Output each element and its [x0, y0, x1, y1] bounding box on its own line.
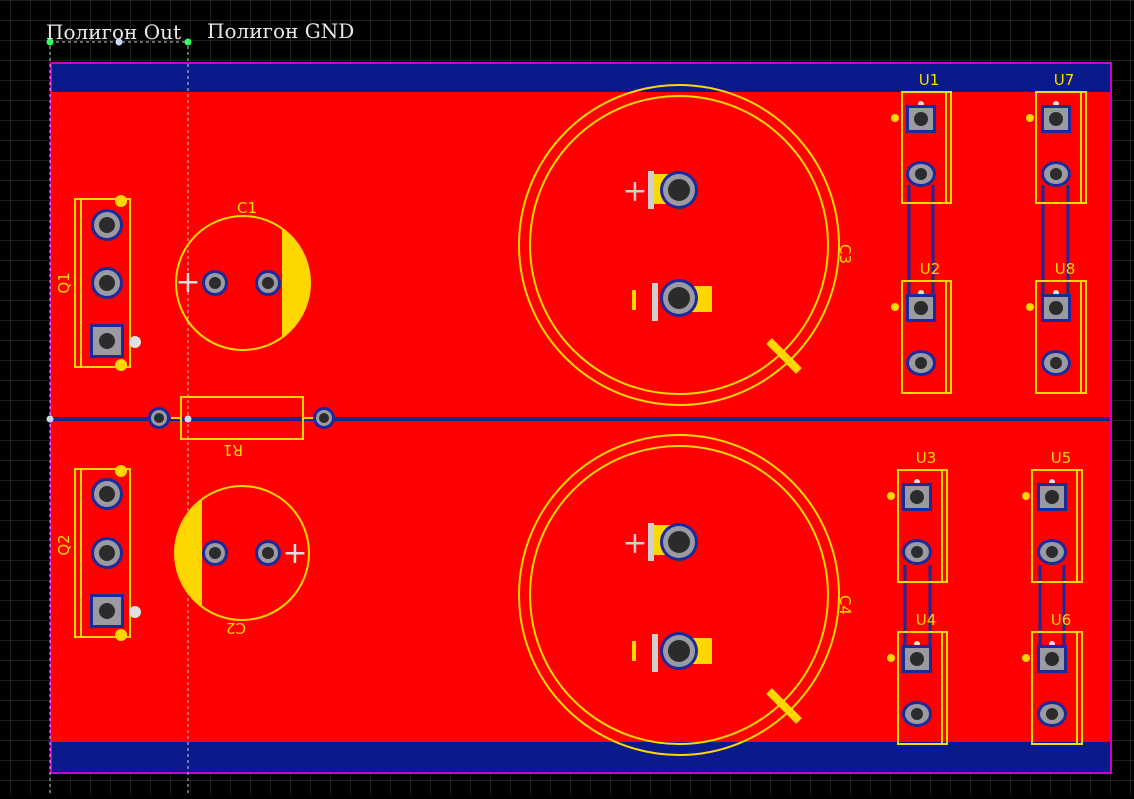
u7-designator: U7	[1054, 71, 1075, 89]
q2-corner-mark	[115, 465, 127, 477]
u4-designator: U4	[916, 611, 937, 629]
component-c4[interactable]: + C4	[518, 434, 854, 756]
component-q2[interactable]: Q2	[55, 465, 141, 641]
guide-marker[interactable]	[184, 415, 192, 423]
c3-outline-outer	[518, 84, 840, 406]
c1-polarity-band	[282, 229, 310, 337]
component-u6[interactable]: U6	[1022, 611, 1083, 745]
c2-designator: C2	[226, 619, 246, 637]
c4-outline-inner	[529, 445, 829, 745]
c3-outline-inner	[529, 95, 829, 395]
guide-marker[interactable]	[46, 38, 54, 46]
u6-silkscreen	[1031, 631, 1083, 745]
c4-outline-outer	[518, 434, 840, 756]
q2-pin1-dot	[129, 606, 141, 618]
component-u2[interactable]: U2	[891, 260, 952, 394]
c4-designator: C4	[836, 595, 854, 615]
c4-key-mark	[766, 688, 802, 724]
component-u8[interactable]: U8	[1026, 260, 1087, 394]
u5-silkscreen	[1031, 469, 1083, 583]
u3-designator: U3	[916, 449, 937, 467]
u4-silkscreen	[897, 631, 948, 745]
guide-marker[interactable]	[184, 38, 192, 46]
c3-key-mark	[766, 338, 802, 374]
u2-silkscreen	[901, 280, 952, 394]
u3-silkscreen	[897, 469, 948, 583]
component-u1[interactable]: U1	[891, 71, 952, 204]
c3-plus-marker: +	[622, 174, 647, 209]
c1-plus-marker: +	[175, 265, 200, 300]
c4-plus-marker: +	[622, 526, 647, 561]
c1-designator: C1	[237, 199, 257, 217]
c2-outline	[174, 485, 310, 621]
q1-designator: Q1	[55, 272, 73, 293]
u2-designator: U2	[920, 260, 941, 278]
q1-corner-mark	[115, 359, 127, 371]
u8-silkscreen	[1035, 280, 1087, 394]
q2-silkscreen	[74, 468, 131, 638]
component-c1[interactable]: + C1	[175, 199, 311, 351]
c1-outline	[175, 215, 311, 351]
polygon-gnd-label[interactable]: Полигон GND	[207, 19, 354, 43]
component-u5[interactable]: U5	[1022, 449, 1083, 583]
u5-designator: U5	[1051, 449, 1072, 467]
c3-designator: C3	[836, 244, 854, 264]
guide-marker[interactable]	[115, 38, 123, 46]
component-r1[interactable]: R1	[148, 396, 335, 459]
q1-silkscreen	[74, 198, 131, 368]
q1-corner-mark	[115, 195, 127, 207]
guide-marker[interactable]	[46, 415, 54, 423]
q1-pin1-dot	[129, 336, 141, 348]
component-u7[interactable]: U7	[1026, 71, 1087, 204]
component-u4[interactable]: U4	[887, 611, 948, 745]
r1-designator: R1	[223, 441, 243, 459]
q2-designator: Q2	[55, 534, 73, 555]
component-c2[interactable]: + C2	[174, 485, 310, 637]
u8-designator: U8	[1055, 260, 1076, 278]
component-u3[interactable]: U3	[887, 449, 948, 583]
u1-designator: U1	[919, 71, 940, 89]
q2-corner-mark	[115, 629, 127, 641]
u7-silkscreen	[1035, 91, 1087, 204]
component-q1[interactable]: Q1	[55, 195, 141, 371]
u1-silkscreen	[901, 91, 952, 204]
u6-designator: U6	[1051, 611, 1072, 629]
polygon-out-label[interactable]: Полигон Out	[46, 20, 181, 44]
component-c3[interactable]: + C3	[518, 84, 854, 406]
c2-plus-marker: +	[282, 536, 307, 571]
